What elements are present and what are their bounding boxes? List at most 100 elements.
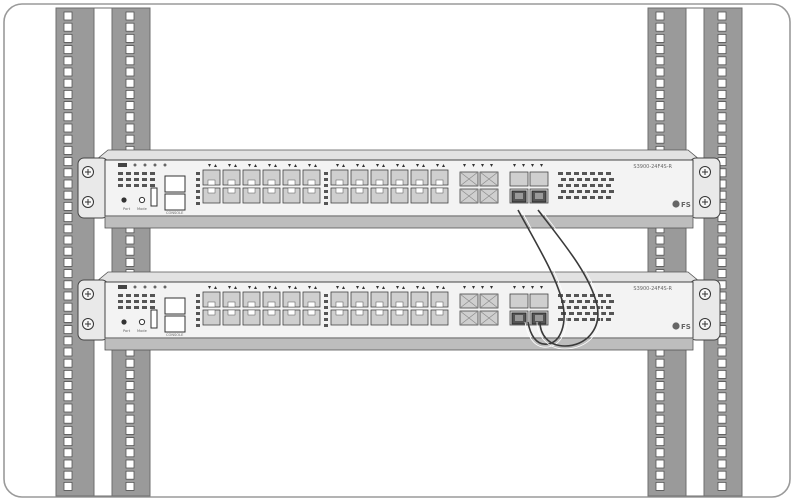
rail-hole [125,78,135,88]
rail-hole [63,11,73,21]
rj45-clip [247,179,256,186]
link-led-icon [481,286,484,289]
rail-hole [125,246,135,256]
rail-hole [655,392,665,402]
rj45-clip [287,187,296,194]
rj45-clip [267,179,276,186]
vent-slot [598,196,603,199]
rj45-clip [207,179,216,186]
rj45-clip [335,309,344,316]
status-led-icon [143,285,147,289]
screw-cross [702,291,708,297]
rail-slot [685,7,705,497]
sfp-plus-port [529,293,549,309]
rail-hole [717,336,727,346]
rail-hole [655,358,665,368]
rj45-clip [415,309,424,316]
rail-hole [63,112,73,122]
transceiver-face [515,315,523,321]
rail-hole [717,425,727,435]
rail-slot [93,7,113,497]
rail-hole [63,313,73,323]
vent-slot [590,306,595,309]
link-led-icon [522,286,525,289]
rail-hole [63,358,73,368]
stacking-cable-1 [517,209,565,345]
rail-hole [63,246,73,256]
rail-hole [717,112,727,122]
vent-slot [566,172,571,175]
vent-slot [196,202,200,205]
rail-hole [125,381,135,391]
vent-slot [590,294,595,297]
rj45-clip [375,179,384,186]
rj45-clip [227,187,236,194]
link-led-icon [376,164,379,167]
vent-slot [324,294,328,297]
link-led-icon [540,164,543,167]
rail-hole [717,213,727,223]
rail-hole [63,22,73,32]
vent-slot [150,300,155,303]
link-led-icon [396,286,399,289]
rail-hole [125,134,135,144]
vent-slot [134,172,139,175]
rail-hole [717,347,727,357]
vent-slot [598,172,603,175]
rail-hole [717,403,727,413]
vent-slot [196,318,200,321]
rail-hole [655,414,665,424]
rj45-clip [247,301,256,308]
rj45-clip [227,179,236,186]
console-port-icon [164,297,186,315]
stacking-cable-2 [537,209,599,347]
link-led-icon [436,164,439,167]
rail-hole [63,101,73,110]
rail-hole [125,414,135,424]
vent-slot [593,178,598,181]
rail-hole [655,257,665,267]
vent-slot [577,178,582,181]
vent-slot [566,196,571,199]
link-led-icon [531,164,534,167]
vent-slot [601,312,606,315]
rail-hole [63,224,73,234]
vent-slot [606,172,611,175]
vent-slot [324,196,328,199]
status-led-icon [163,163,167,167]
rail-hole [63,381,73,391]
rail-hole [63,369,73,379]
rj45-clip [267,309,276,316]
link-led-icon [540,286,543,289]
rail-hole [125,369,135,379]
rail-hole [125,101,135,110]
vent-slot [569,178,574,181]
link-led-icon [314,286,317,289]
rail-hole [655,11,665,21]
rail-hole [63,34,73,43]
rail-hole [717,459,727,469]
rail-hole [655,403,665,413]
rail-hole [655,123,665,133]
vent-slot [324,178,328,181]
left-mounting-ear [77,157,109,219]
link-led-icon [416,286,419,289]
rail-hole [63,67,73,77]
model-label: S3900-24F4S-R [633,286,672,292]
link-led-icon [422,164,425,167]
rail-hole [63,257,73,267]
screw-cross [702,321,708,327]
vent-slot [609,190,614,193]
link-led-icon [356,164,359,167]
rj45-clip [207,309,216,316]
rj45-clip [307,309,316,316]
rail-hole [125,481,135,491]
rail-hole [717,134,727,144]
vent-slot [593,190,598,193]
rj45-clip [207,301,216,308]
rail-hole [655,34,665,43]
rail-hole [717,358,727,368]
rj45-clip [375,301,384,308]
vent-slot [142,306,147,309]
vent-slot [577,300,582,303]
